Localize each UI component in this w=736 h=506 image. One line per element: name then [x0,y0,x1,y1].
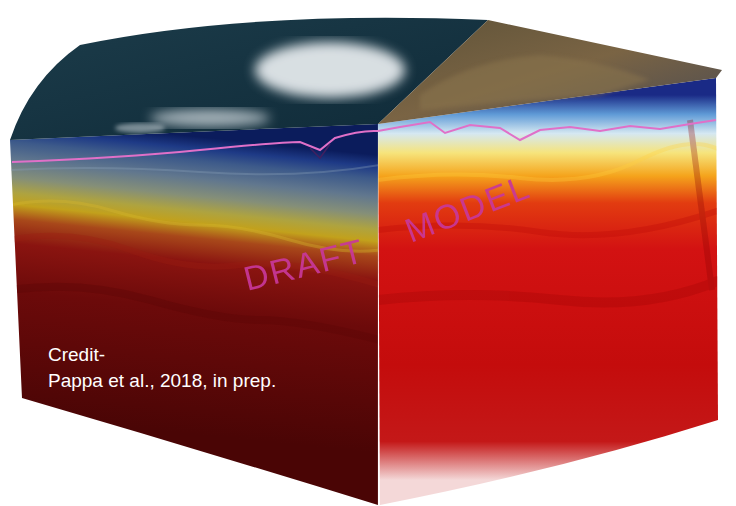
land-surface [378,20,722,124]
cloud [255,42,405,98]
cloud [150,109,270,127]
credit-text: Credit- [48,345,105,366]
moho-line [12,120,716,162]
land-texture [420,55,650,110]
moho-dip [310,144,330,158]
credit-text: Pappa et al., 2018, in prep. [48,371,276,392]
ocean-surface [10,18,488,140]
block-edge [378,124,379,505]
cloud [115,123,165,133]
